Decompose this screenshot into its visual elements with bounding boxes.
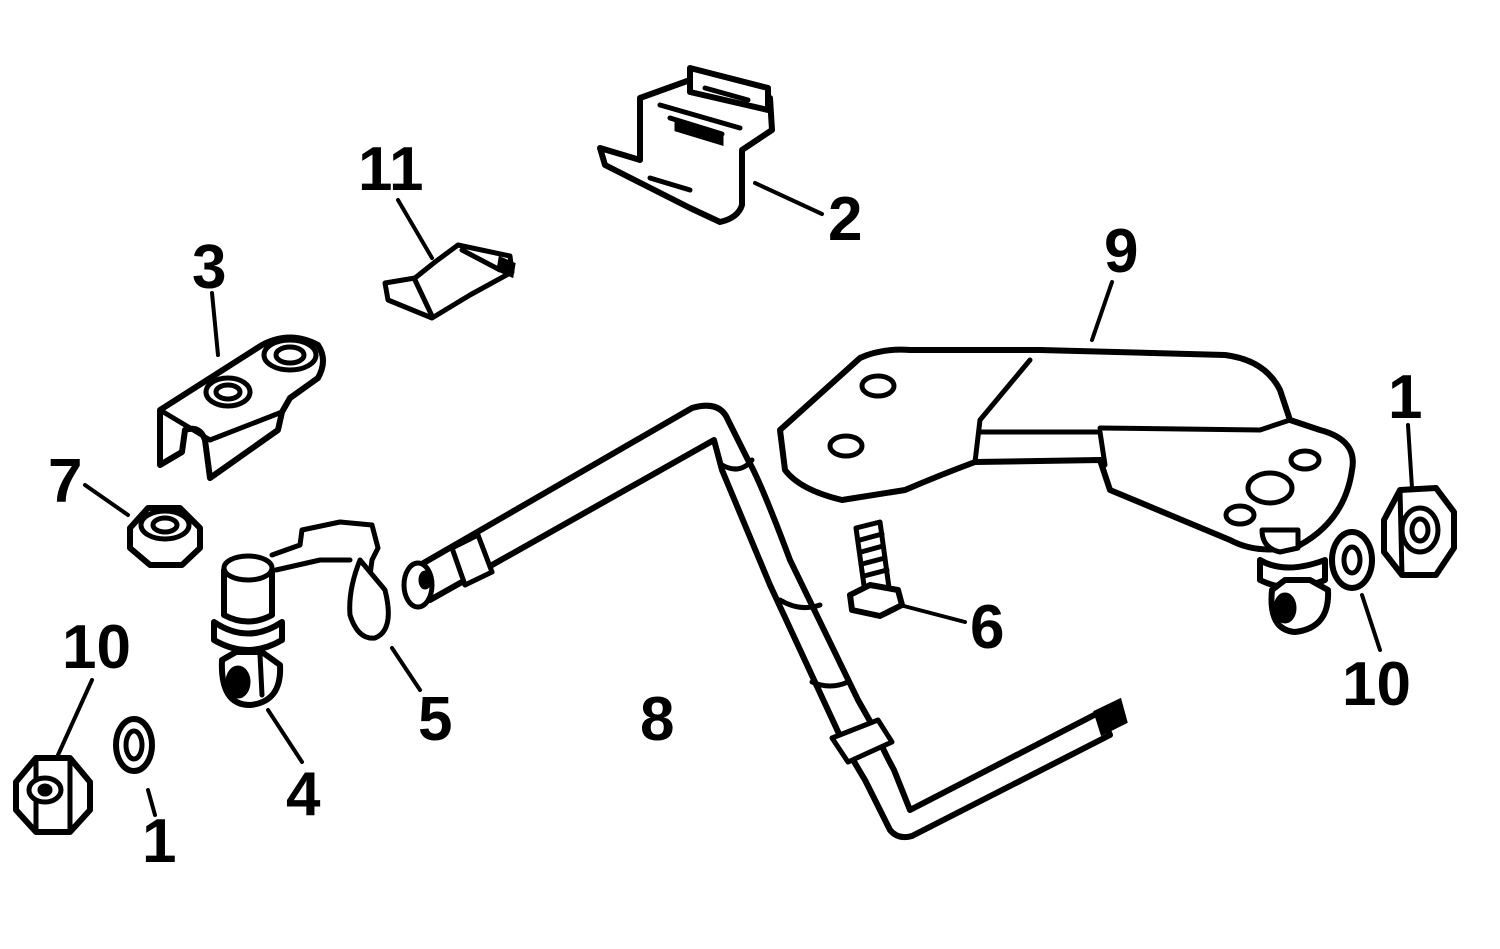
leader-6 [898,603,967,624]
leader-10-right [1360,593,1382,652]
part-8-shift-rod [401,402,1128,841]
part-2-clip [597,65,775,225]
callout-3: 3 [192,233,226,302]
leader-10-left [56,678,94,757]
leader-1-left [146,788,157,817]
part-6-bolt [847,519,905,619]
part-5-spring-clip [269,519,391,641]
leader-11 [396,198,434,260]
part-9-shift-lever [777,346,1356,635]
callout-8: 8 [640,685,674,754]
callout-6: 6 [970,593,1004,662]
part-7-nut [127,505,203,568]
leader-2 [753,181,824,216]
leader-1-right [1406,423,1414,490]
leader-3 [210,291,220,357]
part-1-right-nut [1381,485,1457,578]
callout-1-right: 1 [1388,363,1422,432]
leader-4 [266,708,304,764]
part-11-small-clip [382,242,516,321]
callout-7: 7 [48,447,82,516]
leader-7 [83,483,130,517]
part-4-ball-joint [211,553,285,708]
callout-9: 9 [1104,217,1138,286]
leader-5 [390,646,422,692]
callout-10-right: 10 [1342,650,1411,719]
leader-9 [1090,280,1114,342]
part-10-right-washer [1329,529,1375,591]
part-3-bracket [157,334,326,481]
callout-11: 11 [358,135,424,204]
callout-10-left: 10 [62,613,131,682]
part-1-left-washer [113,716,155,774]
part-10-left-nut [13,755,93,835]
callout-4: 4 [286,760,321,829]
callout-5: 5 [418,685,452,754]
callout-2: 2 [828,185,862,254]
callout-1-left: 1 [142,807,176,876]
